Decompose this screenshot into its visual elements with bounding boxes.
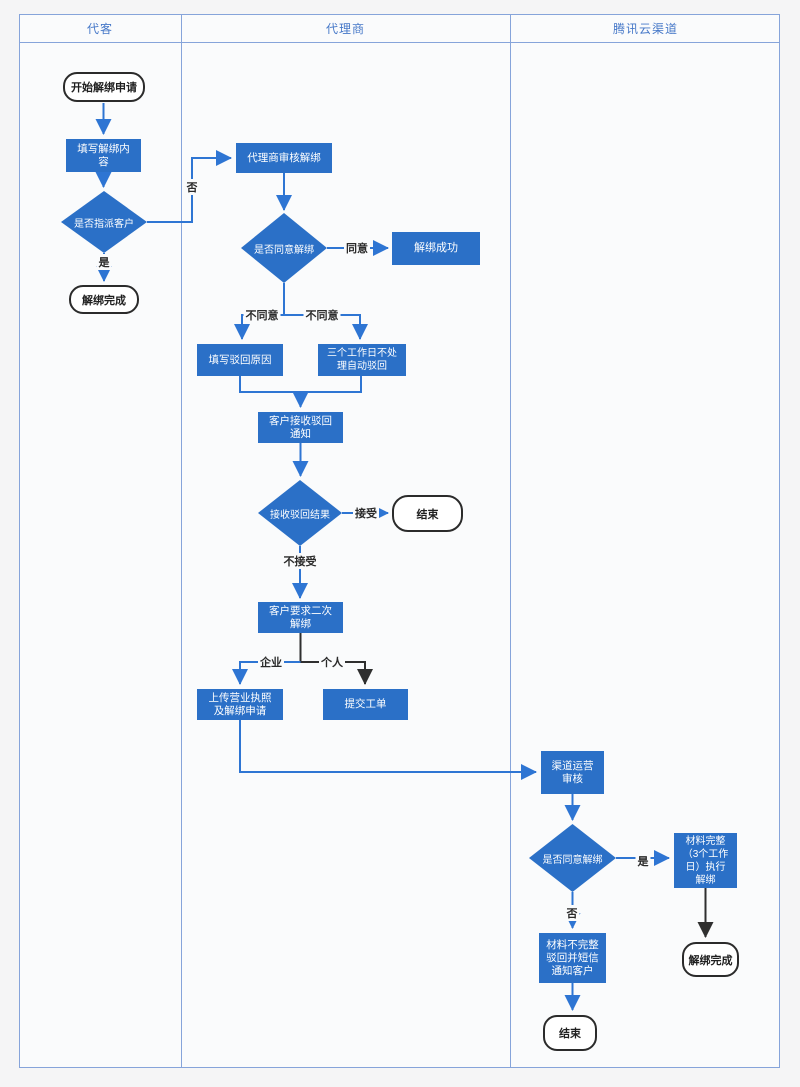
diagram-canvas [19, 14, 780, 1068]
edge-label-accept: 接受 [353, 505, 379, 521]
node-reject-reason: 填写驳回原因 [197, 344, 283, 376]
node-auto-reject: 三个工作日不处 理自动驳回 [318, 344, 406, 376]
node-end-1: 结束 [392, 495, 463, 532]
node-end-2: 结束 [543, 1015, 597, 1051]
node-fill-content: 填写解绑内 容 [66, 139, 141, 172]
lane-header-tencent-channel: 腾讯云渠道 [612, 21, 678, 36]
lane-header-agent: 代理商 [325, 21, 365, 36]
edge-label-personal: 个人 [319, 654, 345, 670]
lane-header-daike: 代客 [86, 21, 113, 36]
node-unbind-done-2: 解绑完成 [682, 942, 739, 977]
edge-label-not-accept: 不接受 [281, 553, 319, 569]
node-upload-license: 上传营业执照 及解绑申请 [197, 689, 283, 720]
node-channel-review: 渠道运营 审核 [541, 751, 604, 794]
node-incomplete-reject: 材料不完整 驳回并短信 通知客户 [539, 933, 606, 983]
edge-label-yes-2: 是 [635, 853, 651, 869]
node-second-unbind: 客户要求二次 解绑 [258, 602, 343, 633]
node-complete-exec: 材料完整 （3个工作 日）执行 解绑 [674, 833, 737, 888]
node-agent-review: 代理商审核解绑 [236, 143, 332, 173]
node-receive-notice: 客户接收驳回 通知 [258, 412, 343, 443]
node-unbind-done-1: 解绑完成 [69, 285, 139, 314]
lane-divider-1 [181, 14, 182, 1068]
edge-label-disagree-left: 不同意 [243, 307, 281, 323]
edge-label-enterprise: 企业 [258, 654, 284, 670]
node-submit-ticket: 提交工单 [323, 689, 408, 720]
lane-divider-2 [510, 14, 511, 1068]
edge-label-disagree-right: 不同意 [303, 307, 341, 323]
edge-label-no-1: 否 [184, 179, 200, 195]
edge-label-yes-1: 是 [96, 254, 112, 270]
node-start: 开始解绑申请 [63, 72, 145, 102]
lane-header-separator [19, 42, 780, 43]
edge-label-agree: 同意 [344, 240, 370, 256]
edge-label-no-2: 否 [564, 905, 580, 921]
node-unbind-success: 解绑成功 [392, 232, 480, 265]
